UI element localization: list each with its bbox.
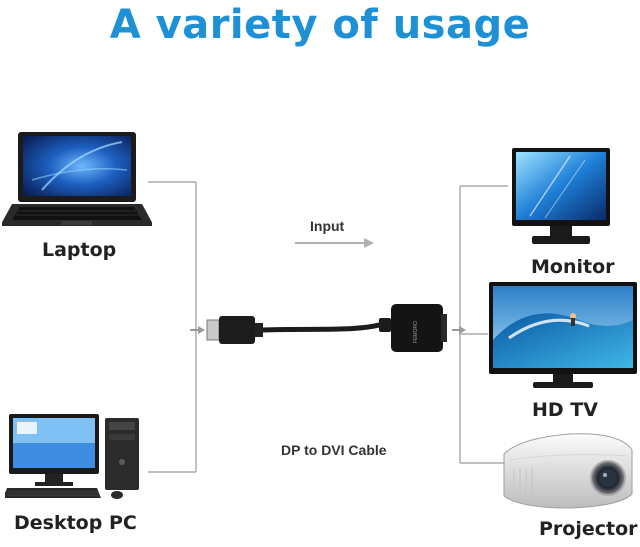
- monitor-label: Monitor: [531, 256, 615, 278]
- hd-tv-label: HD TV: [532, 399, 598, 421]
- monitor-icon: [512, 148, 610, 244]
- arrow-right-icon: [190, 326, 205, 334]
- hd-tv-icon: [489, 282, 637, 388]
- adapter-brand: FEMORO: [413, 321, 419, 343]
- input-arrow-icon: [295, 238, 374, 248]
- desktop-pc-icon: [5, 414, 139, 499]
- arrow-right-icon: [452, 326, 466, 334]
- laptop-label: Laptop: [42, 239, 117, 261]
- input-label: Input: [310, 218, 345, 234]
- cable-label: DP to DVI Cable: [281, 442, 387, 458]
- adapter-cable-icon: FEMORO: [206, 304, 447, 352]
- projector-icon: [503, 433, 633, 509]
- laptop-icon: [2, 132, 152, 226]
- projector-label: Projector: [539, 518, 638, 540]
- desktop-pc-label: Desktop PC: [14, 512, 137, 534]
- page-title: A variety of usage: [109, 2, 531, 48]
